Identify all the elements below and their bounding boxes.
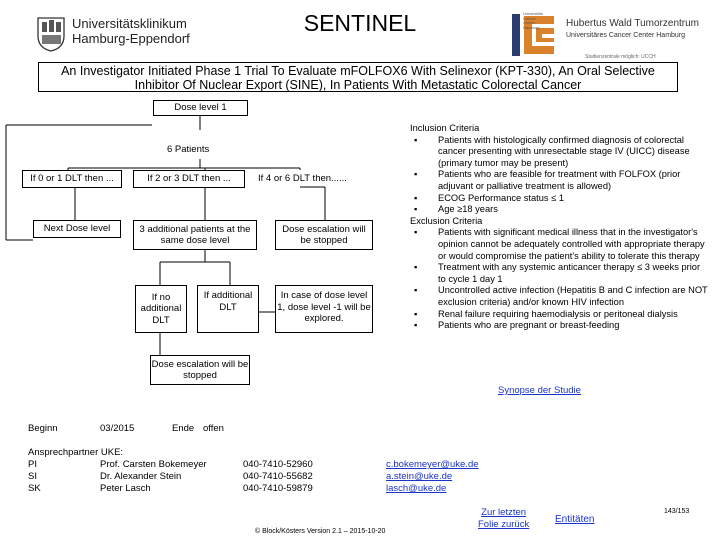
contact-role: SI bbox=[28, 471, 37, 482]
exclusion-item: Uncontrolled active infection (Hepatitis… bbox=[438, 285, 708, 307]
exclusion-item: Treatment with any systemic anticancer t… bbox=[438, 262, 701, 284]
bullet-icon: ▪ bbox=[414, 285, 418, 296]
back-link[interactable]: Zur letzten Folie zurück bbox=[478, 507, 529, 531]
bullet-icon: ▪ bbox=[414, 204, 418, 215]
begin-label: Beginn bbox=[28, 423, 58, 434]
bullet-icon: ▪ bbox=[414, 134, 418, 145]
contact-phone: 040-7410-55682 bbox=[243, 471, 313, 482]
branch-2-3-dlt: If 2 or 3 DLT then ... bbox=[133, 170, 245, 188]
ucch-logo-icon bbox=[512, 14, 554, 56]
inclusion-criteria-title: Inclusion Criteria bbox=[410, 123, 480, 133]
ucch-logo: Universitäres Cancer Center Hamburg Hube… bbox=[510, 12, 700, 60]
dose-level-minus-1-box: In case of dose level 1, dose level -1 w… bbox=[275, 285, 373, 333]
exclusion-item: Renal failure requiring haemodialysis or… bbox=[438, 308, 678, 319]
bullet-icon: ▪ bbox=[414, 320, 418, 331]
contact-role: PI bbox=[28, 459, 37, 470]
if-no-dlt-box: If no additional DLT bbox=[135, 285, 187, 333]
end-label: Ende bbox=[172, 423, 195, 434]
uke-seal-icon bbox=[37, 17, 65, 52]
exclusion-item: Patients who are pregnant or breast-feed… bbox=[438, 320, 620, 331]
begin-value: 03/2015 bbox=[100, 423, 135, 434]
page-number: 143/153 bbox=[664, 508, 690, 515]
exclusion-criteria-title: Exclusion Criteria bbox=[410, 215, 483, 226]
exclusion-item: Patients with significant medical illnes… bbox=[438, 227, 705, 261]
ucch-small-line1: Universitäres bbox=[523, 12, 543, 16]
uke-logo: Universitätsklinikum Hamburg-Eppendorf bbox=[36, 14, 236, 54]
inclusion-item: ECOG Performance status ≤ 1 bbox=[438, 192, 565, 203]
page-title: SENTINEL bbox=[303, 10, 417, 36]
inclusion-item: Patients with histologically confirmed d… bbox=[438, 134, 690, 168]
bullet-icon: ▪ bbox=[414, 262, 418, 273]
bullet-icon: ▪ bbox=[414, 308, 418, 319]
end-value: offen bbox=[203, 423, 224, 434]
contact-name: Prof. Carsten Bokemeyer bbox=[100, 459, 207, 470]
contact-email[interactable]: lasch@uke.de bbox=[386, 483, 447, 494]
back-link-line1: Zur letzten bbox=[481, 507, 527, 518]
uke-logo-line1: Universitätsklinikum bbox=[72, 16, 187, 31]
bullet-icon: ▪ bbox=[414, 227, 418, 238]
synopsis-link[interactable]: Synopse der Studie bbox=[498, 385, 581, 396]
six-patients-label: 6 Patients bbox=[167, 144, 210, 155]
branch-0-1-dlt: If 0 or 1 DLT then ... bbox=[22, 170, 122, 188]
ucch-logo-line1: Hubertus Wald Tumorzentrum bbox=[566, 18, 700, 29]
branch-4-6-dlt: If 4 or 6 DLT then...... bbox=[258, 173, 347, 184]
additional-patients-box: 3 additional patients at the same dose l… bbox=[133, 220, 257, 250]
contact-role: SK bbox=[28, 483, 41, 494]
ucch-logo-line2: Universitäres Cancer Center Hamburg bbox=[566, 32, 686, 39]
tiny-note: Studienzentrale möglich: UCCH bbox=[585, 54, 656, 60]
criteria-panel: Inclusion Criteria ▪ Patients with histol… bbox=[410, 123, 710, 332]
contact-phone: 040-7410-59879 bbox=[243, 483, 313, 494]
escalation-stopped-box-1: Dose escalation will be stopped bbox=[275, 220, 373, 250]
bullet-icon: ▪ bbox=[414, 192, 418, 203]
contact-name: Dr. Alexander Stein bbox=[100, 471, 182, 482]
bullet-icon: ▪ bbox=[414, 169, 418, 180]
escalation-stopped-box-2: Dose escalation will be stopped bbox=[150, 355, 250, 385]
inclusion-item: Age ≥18 years bbox=[438, 204, 498, 215]
if-additional-dlt-box: If additional DLT bbox=[197, 285, 259, 333]
uke-logo-line2: Hamburg-Eppendorf bbox=[72, 31, 190, 46]
study-title: An Investigator Initiated Phase 1 Trial … bbox=[38, 62, 678, 92]
entities-link[interactable]: Entitäten bbox=[555, 514, 595, 525]
inclusion-item: Patients who are feasible for treatment … bbox=[438, 169, 681, 191]
next-dose-level-box: Next Dose level bbox=[33, 220, 121, 238]
dose-level-box: Dose level 1 bbox=[153, 100, 248, 116]
back-link-line2: Folie zurück bbox=[478, 519, 530, 530]
contact-phone: 040-7410-52960 bbox=[243, 459, 313, 470]
ucch-small-line3: Hamburg bbox=[523, 24, 540, 30]
contact-email[interactable]: c.bokemeyer@uke.de bbox=[386, 459, 479, 470]
contacts-title: Ansprechpartner UKE: bbox=[28, 447, 124, 458]
contact-email[interactable]: a.stein@uke.de bbox=[386, 471, 453, 482]
copyright: © Block/Kösters Version 2.1 – 2015-10-20 bbox=[255, 528, 386, 535]
ucch-small-line2: Cancer Center bbox=[523, 15, 536, 25]
contact-name: Peter Lasch bbox=[100, 483, 151, 494]
